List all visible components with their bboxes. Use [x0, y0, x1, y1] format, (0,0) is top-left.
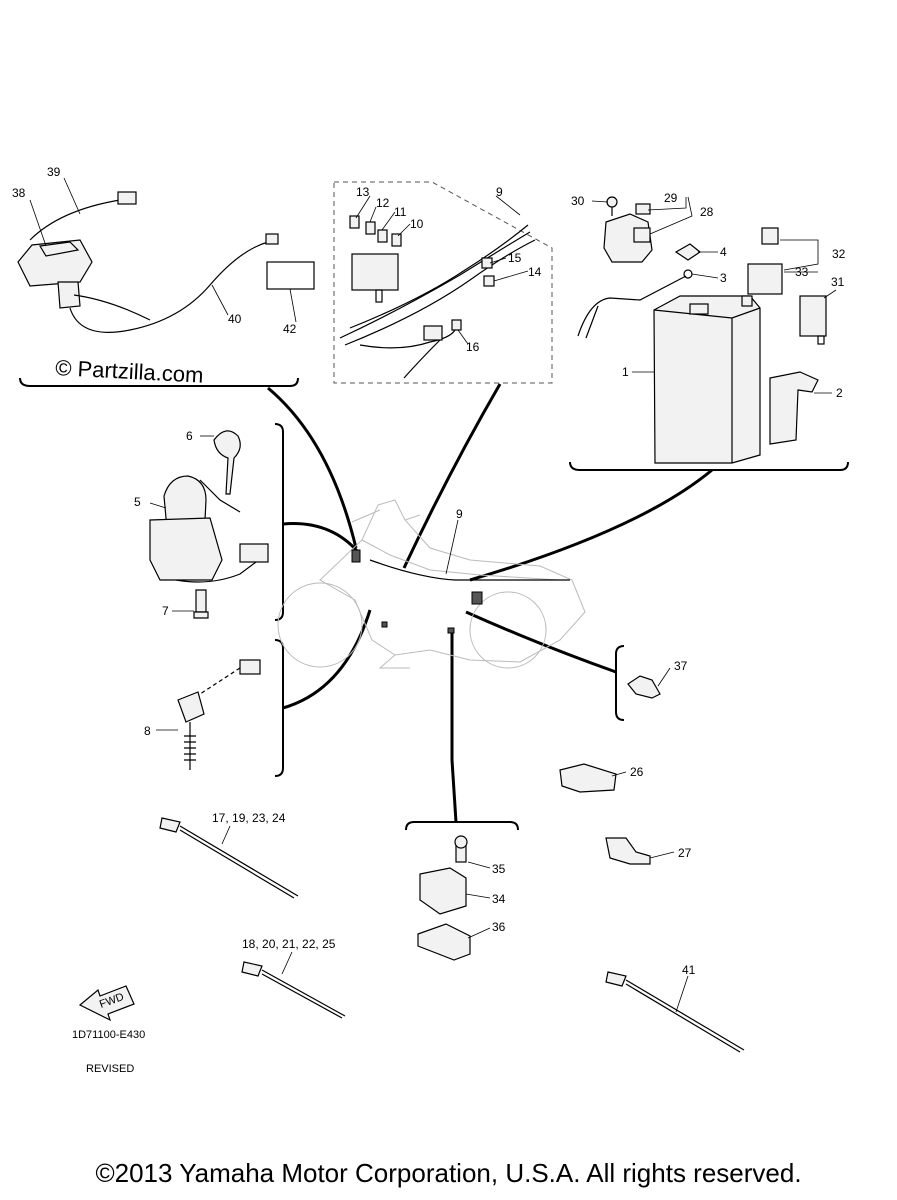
- label-part-9-main: 9: [456, 507, 463, 521]
- part-labels: 39 38 40 42 9 13 12 11 10 15 14 16 30 29…: [12, 165, 846, 977]
- label-parts-17-19-23-24: 17, 19, 23, 24: [212, 811, 286, 825]
- battery-group: [577, 196, 827, 464]
- cable-ties: [159, 817, 745, 1053]
- label-part-7: 7: [162, 604, 169, 618]
- label-part-15: 15: [508, 251, 522, 265]
- motorcycle-outline: [277, 499, 586, 669]
- label-part-31: 31: [831, 275, 845, 289]
- label-part-6: 6: [186, 429, 193, 443]
- copyright-footer: ©2013 Yamaha Motor Corporation, U.S.A. A…: [95, 1158, 802, 1188]
- label-part-2: 2: [836, 386, 843, 400]
- leader-lines: [29, 177, 837, 1013]
- label-part-30: 30: [571, 194, 585, 208]
- label-part-11: 11: [394, 205, 407, 219]
- label-part-16: 16: [466, 340, 480, 354]
- label-part-35: 35: [492, 862, 506, 876]
- connector-lines: [267, 383, 713, 823]
- fwd-arrow: FWD: [78, 985, 135, 1022]
- label-part-8: 8: [144, 724, 151, 738]
- revision-note: REVISED: [86, 1063, 135, 1075]
- label-part-9-harness: 9: [496, 185, 503, 199]
- clamps: [559, 675, 661, 865]
- label-part-42: 42: [283, 322, 297, 336]
- label-part-5: 5: [134, 495, 141, 509]
- group-frames: [19, 181, 849, 831]
- label-part-12: 12: [376, 196, 390, 210]
- ignition-group: [149, 430, 269, 770]
- label-parts-18-20-21-22-25: 18, 20, 21, 22, 25: [242, 937, 336, 951]
- label-part-37: 37: [674, 659, 688, 673]
- wire-harness-group: [339, 215, 536, 379]
- label-part-4: 4: [720, 245, 727, 259]
- label-part-34: 34: [492, 892, 506, 906]
- label-part-36: 36: [492, 920, 506, 934]
- label-part-41: 41: [682, 963, 696, 977]
- label-part-14: 14: [528, 265, 542, 279]
- label-part-32: 32: [832, 247, 846, 261]
- label-part-38: 38: [12, 186, 26, 200]
- label-part-40: 40: [228, 312, 242, 326]
- ecu-harness-group: [17, 191, 315, 333]
- label-part-1: 1: [622, 365, 629, 379]
- label-part-13: 13: [356, 185, 370, 199]
- label-part-10: 10: [410, 217, 424, 231]
- label-part-33: 33: [795, 265, 809, 279]
- label-part-27: 27: [678, 846, 692, 860]
- label-part-26: 26: [630, 765, 644, 779]
- label-part-28: 28: [700, 205, 714, 219]
- sensor-group: [417, 835, 471, 961]
- label-part-39: 39: [47, 165, 61, 179]
- label-part-3: 3: [720, 271, 727, 285]
- drawing-code: 1D71100-E430: [72, 1029, 146, 1041]
- label-part-29: 29: [664, 191, 678, 205]
